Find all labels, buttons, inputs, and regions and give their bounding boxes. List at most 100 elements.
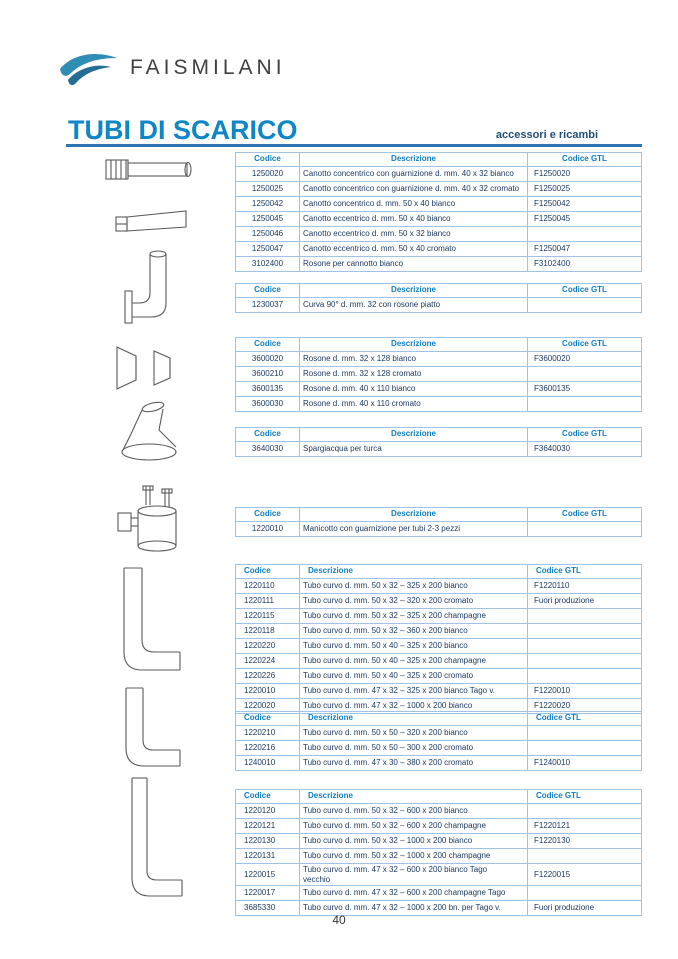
gtl-cell: F1250045 bbox=[527, 211, 642, 227]
gtl-cell: Fuori produzione bbox=[527, 593, 642, 609]
description-cell: Canotto concentrico d. mm. 50 x 40 bianc… bbox=[299, 196, 528, 212]
gtl-cell: F1240010 bbox=[527, 755, 642, 771]
description-cell: Rosone d. mm. 32 x 128 bianco bbox=[299, 351, 528, 367]
description-cell: Tubo curvo d. mm. 50 x 32 – 360 x 200 bi… bbox=[299, 623, 528, 639]
gtl-cell: F3102400 bbox=[527, 256, 642, 272]
code-cell: 1220010 bbox=[235, 521, 300, 537]
description-cell: Canotto eccentrico d. mm. 50 x 40 cromat… bbox=[299, 241, 528, 257]
gtl-cell bbox=[527, 885, 642, 902]
code-cell: 3685330 bbox=[235, 900, 300, 917]
description-cell: Tubo curvo d. mm. 47 x 32 – 600 x 200 bi… bbox=[299, 862, 528, 887]
column-header: Descrizione bbox=[299, 427, 528, 442]
code-cell: 1250046 bbox=[235, 226, 300, 242]
code-cell: 3600135 bbox=[235, 381, 300, 397]
code-cell: 1220110 bbox=[235, 578, 300, 594]
code-cell: 1220210 bbox=[235, 725, 300, 741]
eccentric-sleeve-drawing bbox=[115, 210, 187, 232]
gtl-cell bbox=[527, 396, 642, 412]
curved-tube-medium-drawing bbox=[125, 687, 181, 767]
code-cell: 1220015 bbox=[235, 862, 300, 887]
code-cell: 1230037 bbox=[235, 297, 300, 313]
column-header: Codice bbox=[235, 152, 300, 167]
column-header: Codice bbox=[235, 564, 300, 579]
gtl-cell bbox=[527, 608, 642, 624]
code-cell: 1220216 bbox=[235, 740, 300, 756]
gtl-cell bbox=[527, 653, 642, 669]
code-cell: 1240010 bbox=[235, 755, 300, 771]
curve-90-with-flange-drawing bbox=[124, 250, 167, 324]
gtl-cell bbox=[527, 366, 642, 382]
gtl-cell: Fuori produzione bbox=[527, 900, 642, 917]
column-header: Descrizione bbox=[299, 564, 528, 579]
section-label: accessori e ricambi bbox=[495, 129, 598, 141]
code-cell: 1220111 bbox=[235, 593, 300, 609]
column-header: Codice bbox=[235, 427, 300, 442]
gtl-cell bbox=[527, 638, 642, 654]
brand-header: FAISMILANI bbox=[58, 48, 286, 88]
description-cell: Tubo curvo d. mm. 50 x 40 – 325 x 200 cr… bbox=[299, 668, 528, 684]
column-header: Codice GTL bbox=[527, 564, 642, 579]
description-cell: Tubo curvo d. mm. 50 x 32 – 325 x 200 bi… bbox=[299, 578, 528, 594]
gtl-cell: F1250047 bbox=[527, 241, 642, 257]
description-cell: Canotto concentrico con guarnizione d. m… bbox=[299, 181, 528, 197]
description-cell: Rosone d. mm. 40 x 110 cromato bbox=[299, 396, 528, 412]
code-cell: 1220224 bbox=[235, 653, 300, 669]
code-cell: 1220115 bbox=[235, 608, 300, 624]
gtl-cell: F1220010 bbox=[527, 683, 642, 699]
description-cell: Tubo curvo d. mm. 50 x 32 – 325 x 200 ch… bbox=[299, 608, 528, 624]
column-header: Descrizione bbox=[299, 711, 528, 726]
gtl-cell bbox=[527, 226, 642, 242]
description-cell: Canotto eccentrico d. mm. 50 x 40 bianco bbox=[299, 211, 528, 227]
gtl-cell bbox=[527, 623, 642, 639]
gtl-cell bbox=[527, 297, 642, 313]
column-header: Codice GTL bbox=[527, 507, 642, 522]
gtl-cell bbox=[527, 521, 642, 537]
code-cell: 1250042 bbox=[235, 196, 300, 212]
page-title: TUBI DI SCARICO bbox=[68, 115, 298, 146]
description-cell: Canotto eccentrico d. mm. 50 x 32 bianco bbox=[299, 226, 528, 242]
column-header: Codice bbox=[235, 789, 300, 804]
code-cell: 1250047 bbox=[235, 241, 300, 257]
code-cell: 1220118 bbox=[235, 623, 300, 639]
coupling-sleeve-drawing bbox=[117, 485, 177, 552]
gtl-cell bbox=[527, 848, 642, 864]
column-header: Codice bbox=[235, 337, 300, 352]
gtl-cell bbox=[527, 803, 642, 819]
header-rule bbox=[66, 144, 642, 147]
description-cell: Tubo curvo d. mm. 47 x 30 – 380 x 200 cr… bbox=[299, 755, 528, 771]
description-cell: Tubo curvo d. mm. 50 x 50 – 300 x 200 cr… bbox=[299, 740, 528, 756]
gtl-cell: F3600020 bbox=[527, 351, 642, 367]
column-header: Codice GTL bbox=[527, 427, 642, 442]
description-cell: Tubo curvo d. mm. 50 x 50 – 320 x 200 bi… bbox=[299, 725, 528, 741]
curved-tube-long-drawing bbox=[131, 777, 183, 897]
